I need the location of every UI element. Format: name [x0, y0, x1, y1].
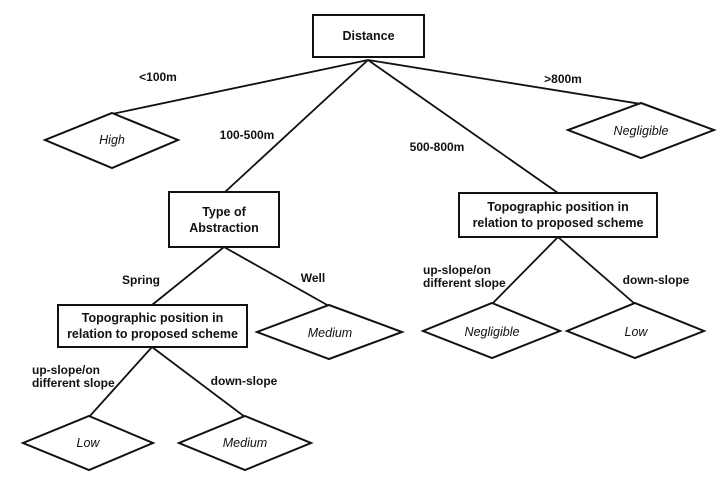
outcome-diamond-high	[42, 111, 181, 170]
edge-label-100-500: 100-500m	[219, 128, 275, 142]
outcome-label-negligible-upslope-right: Negligible	[464, 325, 520, 339]
decision-node-type-of-abstraction: Type of Abstraction	[168, 191, 280, 248]
edge-label-well: Well	[300, 271, 326, 285]
outcome-label-medium-downslope-left: Medium	[222, 436, 268, 450]
outcome-diamond-negligible-distance	[565, 101, 717, 160]
edge-label-500-800: 500-800m	[409, 140, 465, 154]
decision-node-topographic-right: Topographic position in relation to prop…	[458, 192, 658, 238]
decision-node-distance: Distance	[312, 14, 425, 58]
edge-line-lt100	[111, 59, 369, 115]
edge-line-100-500	[224, 59, 369, 193]
outcome-diamond-negligible-upslope-right	[420, 301, 563, 360]
edge-line-downslope-right	[557, 236, 636, 305]
edge-line-spring	[151, 246, 225, 306]
outcome-diamond-low-downslope-right	[564, 301, 707, 360]
edge-label-upslope-left: up-slope/on different slope	[32, 363, 115, 390]
edge-label-gt800: >800m	[544, 72, 582, 86]
outcome-diamond-low-upslope-left	[20, 414, 156, 472]
edge-line-downslope-left	[151, 346, 246, 418]
outcome-diamond-medium-downslope-left	[176, 414, 314, 472]
decision-node-topographic-left-label: Topographic position in relation to prop…	[67, 311, 238, 341]
edge-line-gt800	[367, 59, 642, 105]
edge-line-well	[223, 246, 330, 307]
outcome-label-high: High	[99, 133, 125, 147]
outcome-label-low-downslope-right: Low	[624, 325, 648, 339]
decision-node-type-of-abstraction-label: Type of Abstraction	[189, 204, 259, 235]
edge-label-downslope-left: down-slope	[210, 374, 278, 388]
outcome-label-low-upslope-left: Low	[76, 436, 100, 450]
decision-node-topographic-right-label: Topographic position in relation to prop…	[472, 200, 644, 230]
edge-line-upslope-right	[491, 236, 559, 305]
decision-node-distance-label: Distance	[342, 29, 395, 43]
edge-line-upslope-left	[88, 346, 153, 418]
decision-node-topographic-left: Topographic position in relation to prop…	[57, 304, 248, 348]
edge-label-downslope-right: down-slope	[622, 273, 690, 287]
outcome-label-negligible-distance: Negligible	[613, 124, 669, 138]
edge-line-500-800	[367, 59, 559, 194]
outcome-diamond-medium-well	[254, 303, 405, 361]
edge-label-lt100: <100m	[139, 70, 177, 84]
edge-label-spring: Spring	[122, 273, 160, 287]
edge-label-upslope-right: up-slope/on different slope	[423, 263, 506, 290]
outcome-label-medium-well: Medium	[307, 326, 353, 340]
